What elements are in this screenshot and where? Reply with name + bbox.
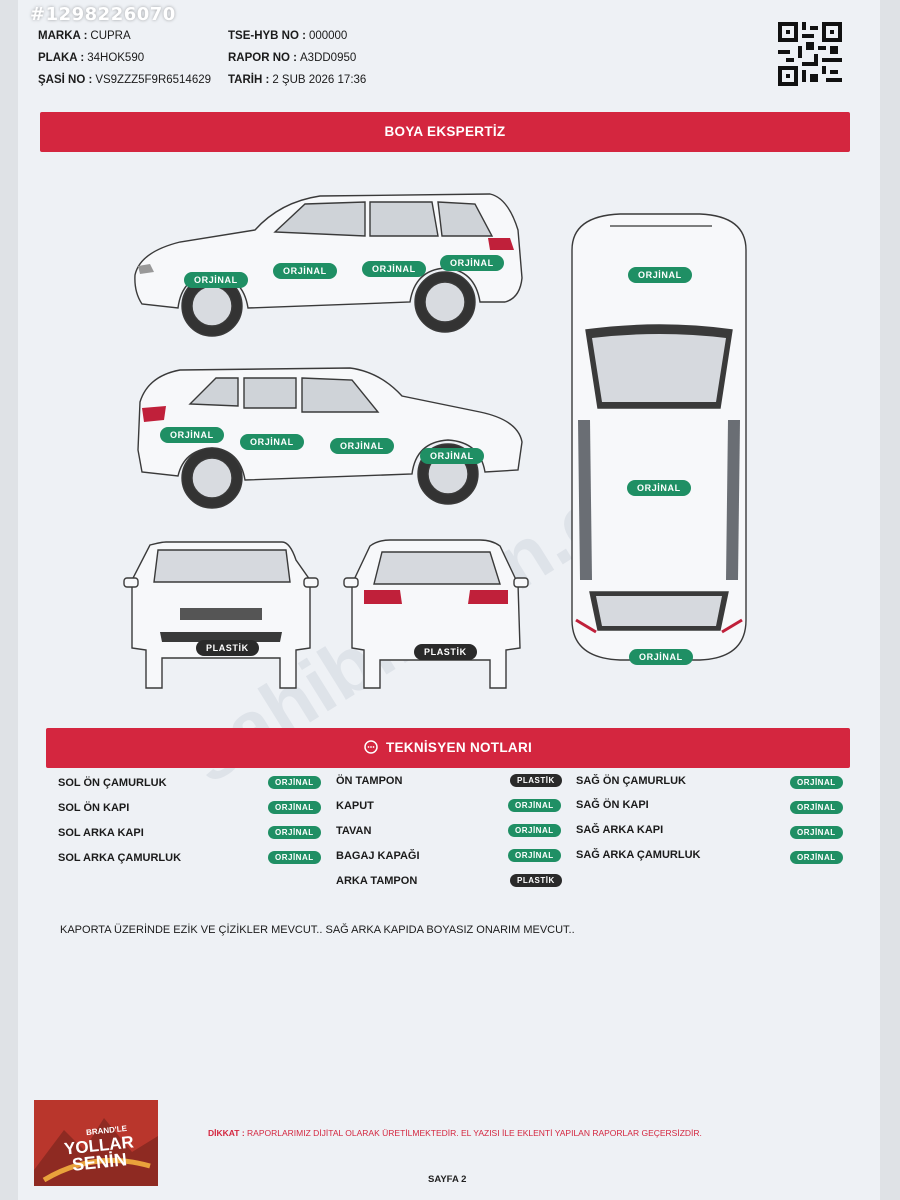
note-status: ORJİNAL xyxy=(268,801,321,814)
tag-left-rear-fender: ORJİNAL xyxy=(440,255,504,271)
car-diagram xyxy=(123,193,747,689)
plaka-row: PLAKA :34HOK590 xyxy=(38,52,145,64)
tag-right-front-fender: ORJİNAL xyxy=(420,448,484,464)
tse-row: TSE-HYB NO :000000 xyxy=(228,30,348,42)
note-status: ORJİNAL xyxy=(790,826,843,839)
tarih-row: TARİH :2 ŞUB 2026 17:36 xyxy=(228,74,367,86)
note-status: ORJİNAL xyxy=(508,799,561,812)
tag-hood: ORJİNAL xyxy=(628,267,692,283)
disclaimer: DİKKAT : RAPORLARIMIZ DİJİTAL OLARAK ÜRE… xyxy=(208,1128,702,1138)
note-status: ORJİNAL xyxy=(790,776,843,789)
section-title-boya-ekspertiz: BOYA EKSPERTİZ xyxy=(40,112,850,152)
qr-code-icon xyxy=(778,22,842,86)
note-status: ORJİNAL xyxy=(508,824,561,837)
note-part: BAGAJ KAPAĞI xyxy=(336,850,420,862)
note-status: PLASTİK xyxy=(510,774,562,787)
note-part: SOL ÖN KAPI xyxy=(58,802,130,814)
tag-trunk: ORJİNAL xyxy=(629,649,693,665)
tag-left-front-fender: ORJİNAL xyxy=(184,272,248,288)
tag-left-front-door: ORJİNAL xyxy=(273,263,337,279)
car-top-view xyxy=(571,213,747,661)
tag-right-rear-fender: ORJİNAL xyxy=(160,427,224,443)
note-part: SAĞ ARKA ÇAMURLUK xyxy=(576,849,701,861)
tag-left-rear-door: ORJİNAL xyxy=(362,261,426,277)
note-part: KAPUT xyxy=(336,800,374,812)
note-part: TAVAN xyxy=(336,825,372,837)
tag-roof: ORJİNAL xyxy=(627,480,691,496)
tag-right-front-door: ORJİNAL xyxy=(330,438,394,454)
note-status: ORJİNAL xyxy=(790,801,843,814)
listing-id: #1298226070 xyxy=(30,4,176,25)
note-status: ORJİNAL xyxy=(508,849,561,862)
page-number: SAYFA 2 xyxy=(428,1174,467,1185)
rapor-row: RAPOR NO :A3DD0950 xyxy=(228,52,357,64)
tag-rear-bumper: PLASTİK xyxy=(414,644,477,660)
technician-comment: KAPORTA ÜZERİNDE EZİK VE ÇİZİKLER MEVCUT… xyxy=(60,924,575,936)
marka-row: MARKA :CUPRA xyxy=(38,30,131,42)
note-part: ÖN TAMPON xyxy=(336,775,403,787)
note-status: PLASTİK xyxy=(510,874,562,887)
note-status: ORJİNAL xyxy=(790,851,843,864)
note-status: ORJİNAL xyxy=(268,851,321,864)
note-part: SOL ARKA KAPI xyxy=(58,827,144,839)
tag-right-rear-door: ORJİNAL xyxy=(240,434,304,450)
sasi-row: ŞASİ NO :VS9ZZZ5F9R6514629 xyxy=(38,74,212,86)
note-part: SAĞ ÖN ÇAMURLUK xyxy=(576,775,686,787)
car-rear-view xyxy=(343,539,529,689)
brand-badge-logo: BRAND'LE YOLLAR SENİN xyxy=(34,1100,158,1186)
note-part: SOL ARKA ÇAMURLUK xyxy=(58,852,182,864)
note-status: ORJİNAL xyxy=(268,776,321,789)
car-front-view xyxy=(123,541,319,689)
note-part: ARKA TAMPON xyxy=(336,875,418,887)
note-part: SAĞ ÖN KAPI xyxy=(576,799,649,811)
note-part: SOL ÖN ÇAMURLUK xyxy=(58,777,167,789)
note-part: SAĞ ARKA KAPI xyxy=(576,824,664,836)
note-status: ORJİNAL xyxy=(268,826,321,839)
section-title-teknisyen-notlari: TEKNİSYEN NOTLARI xyxy=(46,728,850,768)
tag-front-bumper: PLASTİK xyxy=(196,640,259,656)
chat-bubble-icon xyxy=(364,730,378,770)
